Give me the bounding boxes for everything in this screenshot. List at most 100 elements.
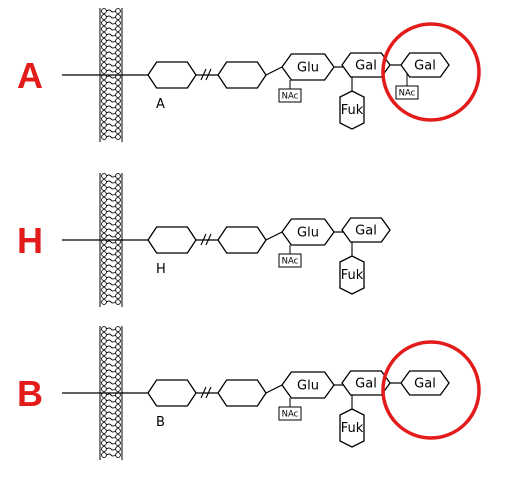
lipid-head	[101, 203, 107, 209]
lipid-head	[101, 92, 107, 98]
lipid-head	[115, 398, 121, 404]
nac-box	[278, 406, 302, 421]
lipid-tail	[106, 222, 116, 226]
lipid-head	[101, 221, 107, 227]
lipid-tail	[106, 369, 116, 373]
lipid-tail	[106, 9, 116, 13]
lipid-head	[115, 338, 121, 344]
lipid-head	[101, 98, 107, 104]
lipid-head	[115, 416, 121, 422]
lipid-tail	[106, 288, 116, 292]
blood-group-letter: B	[17, 373, 43, 414]
lipid-tail	[106, 57, 116, 61]
lipid-head	[101, 326, 107, 332]
lipid-tail	[106, 246, 116, 250]
lipid-head	[115, 293, 121, 299]
chain-break	[200, 233, 212, 246]
lipid-tail	[106, 204, 116, 208]
lipid-head	[101, 452, 107, 458]
lipid-tail	[106, 51, 116, 55]
lipid-tail	[106, 129, 116, 133]
lipid-head	[101, 362, 107, 368]
lipid-head	[115, 185, 121, 191]
lipid-tail	[106, 33, 116, 37]
lipid-head	[101, 134, 107, 140]
glycosidic-link	[265, 66, 283, 76]
lipid-head	[101, 44, 107, 50]
fucose-ring	[339, 408, 365, 448]
lipid-tail	[106, 357, 116, 361]
lipid-head	[115, 56, 121, 62]
lipid-tail	[106, 363, 116, 367]
lipid-tail	[106, 21, 116, 25]
lipid-tail	[106, 339, 116, 343]
galactose-label: Gal	[355, 59, 377, 74]
lipid-tail	[106, 393, 116, 397]
lipid-head	[115, 299, 121, 305]
lipid-head	[115, 134, 121, 140]
lipid-head	[101, 245, 107, 251]
lipid-head	[115, 86, 121, 92]
lipid-head	[101, 14, 107, 20]
lipid-head	[115, 368, 121, 374]
lipid-head	[115, 446, 121, 452]
lipid-head	[101, 86, 107, 92]
nac-label: NAc	[399, 89, 416, 99]
lipid-tail	[106, 87, 116, 91]
nac-box	[278, 88, 302, 103]
nac-label: NAc	[282, 257, 299, 267]
lipid-head	[101, 173, 107, 179]
lipid-head	[101, 269, 107, 275]
lipid-tail	[106, 423, 116, 427]
lipid-head	[115, 380, 121, 386]
lipid-tail	[106, 453, 116, 457]
lipid-head	[101, 122, 107, 128]
lipid-head	[101, 299, 107, 305]
terminal-galactose-ring	[400, 52, 450, 78]
lipid-head	[115, 197, 121, 203]
lipid-tail	[106, 192, 116, 196]
lipid-head	[101, 50, 107, 56]
lipid-head	[101, 56, 107, 62]
galactose-ring	[341, 217, 391, 243]
lipid-tail	[106, 351, 116, 355]
lipid-head	[115, 203, 121, 209]
lipid-tail	[106, 411, 116, 415]
lipid-head	[115, 110, 121, 116]
lipid-head	[115, 452, 121, 458]
lipid-head	[115, 287, 121, 293]
lipid-head	[101, 185, 107, 191]
glucose-label: Glu	[297, 379, 319, 394]
lipid-head	[101, 257, 107, 263]
lipid-head	[101, 227, 107, 233]
lipid-head	[101, 68, 107, 74]
nac-box	[395, 85, 419, 100]
lipid-tail	[106, 75, 116, 79]
lipid-head	[101, 26, 107, 32]
lipid-tail	[106, 441, 116, 445]
fucose-ring	[339, 255, 365, 295]
lipid-head	[101, 422, 107, 428]
lipid-head	[115, 209, 121, 215]
glucose-label: Glu	[297, 226, 319, 241]
lipid-head	[101, 80, 107, 86]
lipid-head	[115, 26, 121, 32]
fucose-ring	[339, 90, 365, 130]
lipid-head	[101, 410, 107, 416]
lipid-head	[115, 38, 121, 44]
lipid-head	[101, 398, 107, 404]
lipid-tail	[106, 63, 116, 67]
lipid-head	[101, 191, 107, 197]
lipid-tail	[106, 282, 116, 286]
lipid-head	[101, 38, 107, 44]
lipid-head	[115, 344, 121, 350]
lipid-head	[115, 239, 121, 245]
lipid-tail	[106, 258, 116, 262]
blood-group-letter: H	[17, 220, 43, 261]
sugar-2-ring	[217, 379, 267, 407]
lipid-tail	[106, 345, 116, 349]
row-sublabel: H	[156, 262, 166, 277]
lipid-head	[101, 179, 107, 185]
lipid-head	[115, 374, 121, 380]
